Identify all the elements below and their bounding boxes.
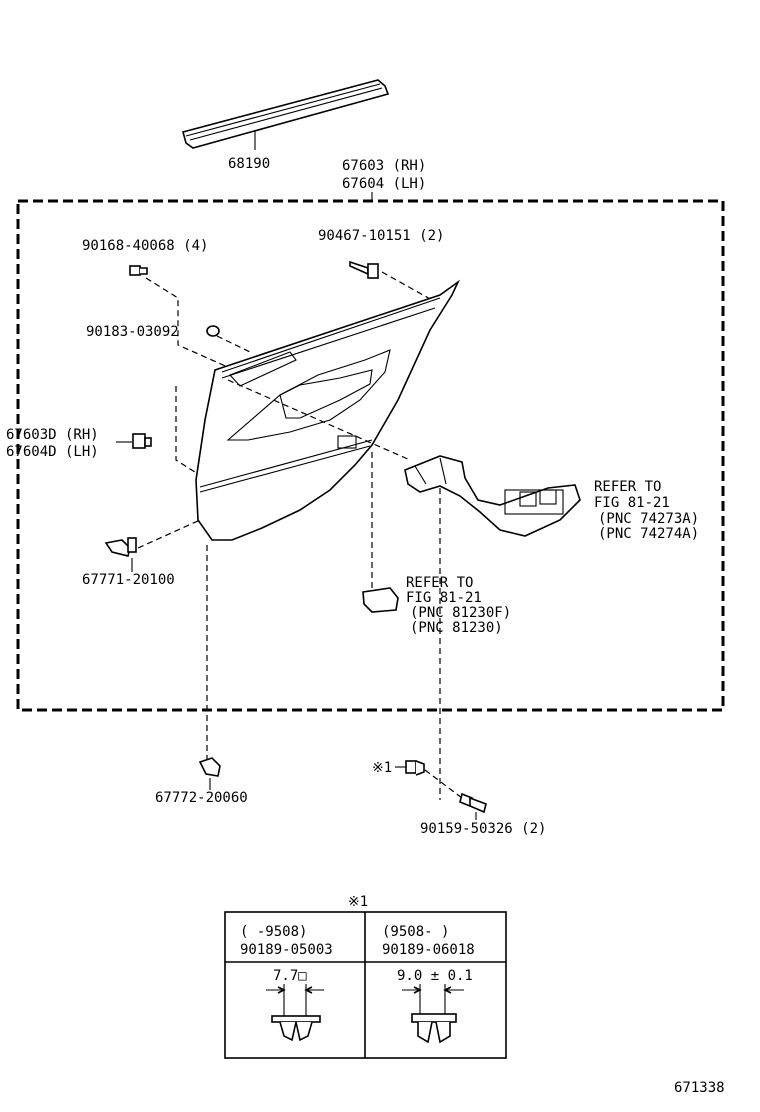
label-67603d-rh: 67603D (RH) bbox=[6, 427, 99, 443]
clip-67771-20100 bbox=[104, 537, 137, 557]
label-67604d-lh: 67604D (LH) bbox=[6, 444, 99, 460]
ref1-line2: FIG 81-21 bbox=[594, 495, 670, 511]
assembly-frame bbox=[16, 199, 725, 712]
weatherstrip-68190 bbox=[182, 79, 390, 149]
label-67604-lh: 67604 (LH) bbox=[342, 176, 426, 192]
nut-90183-03092 bbox=[206, 325, 220, 337]
label-67603-rh: 67603 (RH) bbox=[342, 158, 426, 174]
clip-90168-40068 bbox=[129, 265, 148, 276]
figure-id: 671338 bbox=[674, 1080, 725, 1096]
label-90467-10151: 90467-10151 (2) bbox=[318, 228, 444, 244]
label-67771-20100: 67771-20100 bbox=[82, 572, 175, 588]
clip-drawing-06018 bbox=[402, 984, 464, 1044]
courtesy-lamp-81230 bbox=[362, 587, 399, 613]
door-trim-panel bbox=[195, 279, 461, 541]
ref1-line3: (PNC 74273A) bbox=[598, 511, 699, 527]
ref2-line3: (PNC 81230F) bbox=[410, 605, 511, 621]
table-col2-part: 90189-06018 bbox=[382, 942, 475, 958]
ref2-line2: FIG 81-21 bbox=[406, 590, 482, 606]
label-67772-20060: 67772-20060 bbox=[155, 790, 248, 806]
table-col1-range: ( -9508) bbox=[240, 924, 307, 940]
clip-variant-table bbox=[224, 911, 507, 1059]
ref1-line4: (PNC 74274A) bbox=[598, 526, 699, 542]
label-90183-03092: 90183-03092 bbox=[86, 324, 179, 340]
label-90159-50326: 90159-50326 (2) bbox=[420, 821, 546, 837]
label-68190: 68190 bbox=[228, 156, 270, 172]
clip-drawing-05003 bbox=[266, 984, 324, 1042]
clip-67603d bbox=[132, 433, 152, 449]
table-col2-dimension: 9.0 ± 0.1 bbox=[397, 968, 473, 984]
table-col2-range: (9508- ) bbox=[382, 924, 449, 940]
label-90168-40068: 90168-40068 (4) bbox=[82, 238, 208, 254]
ref1-line1: REFER TO bbox=[594, 479, 661, 495]
ref2-line4: (PNC 81230) bbox=[410, 620, 503, 636]
table-col1-dimension: 7.7□ bbox=[273, 968, 307, 984]
table-title: ※1 bbox=[348, 894, 368, 910]
clip-mark1 bbox=[405, 760, 425, 776]
table-col1-part: 90189-05003 bbox=[240, 942, 333, 958]
clip-67772-20060 bbox=[198, 757, 221, 777]
screw-90467-10151 bbox=[349, 260, 379, 279]
screw-90159-50326 bbox=[459, 792, 487, 814]
label-mark1: ※1 bbox=[372, 760, 392, 776]
switch-base-assembly bbox=[404, 455, 581, 537]
